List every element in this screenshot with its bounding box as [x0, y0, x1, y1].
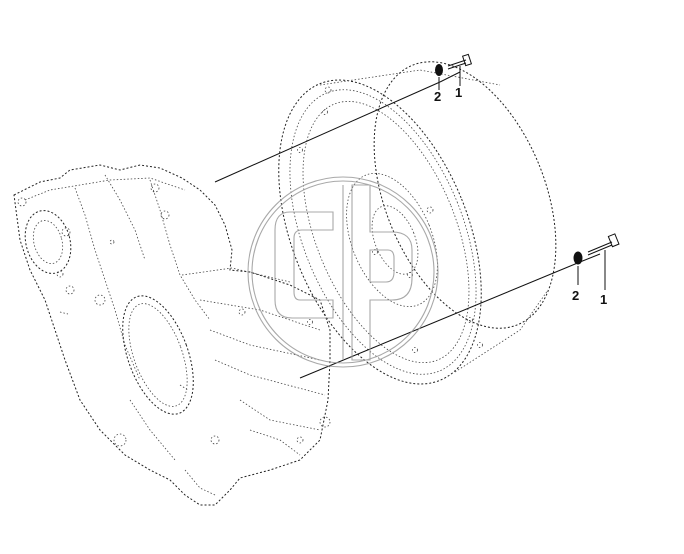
callout-upper-1: 1 — [455, 85, 462, 100]
watermark-logo — [247, 176, 439, 368]
bolt-icon — [447, 53, 473, 70]
callout-lower-1: 1 — [600, 292, 607, 307]
callout-upper-2: 2 — [434, 89, 441, 104]
alignment-lines — [214, 71, 601, 379]
washer-icon — [573, 251, 583, 265]
flywheel-housing — [13, 164, 331, 506]
upper-fasteners: 2 1 — [434, 53, 473, 104]
callout-lower-2: 2 — [572, 288, 579, 303]
bolt-icon — [587, 233, 620, 256]
lower-fasteners: 2 1 — [572, 233, 620, 307]
washer-icon — [435, 64, 443, 76]
flywheel-assembly — [278, 61, 557, 385]
